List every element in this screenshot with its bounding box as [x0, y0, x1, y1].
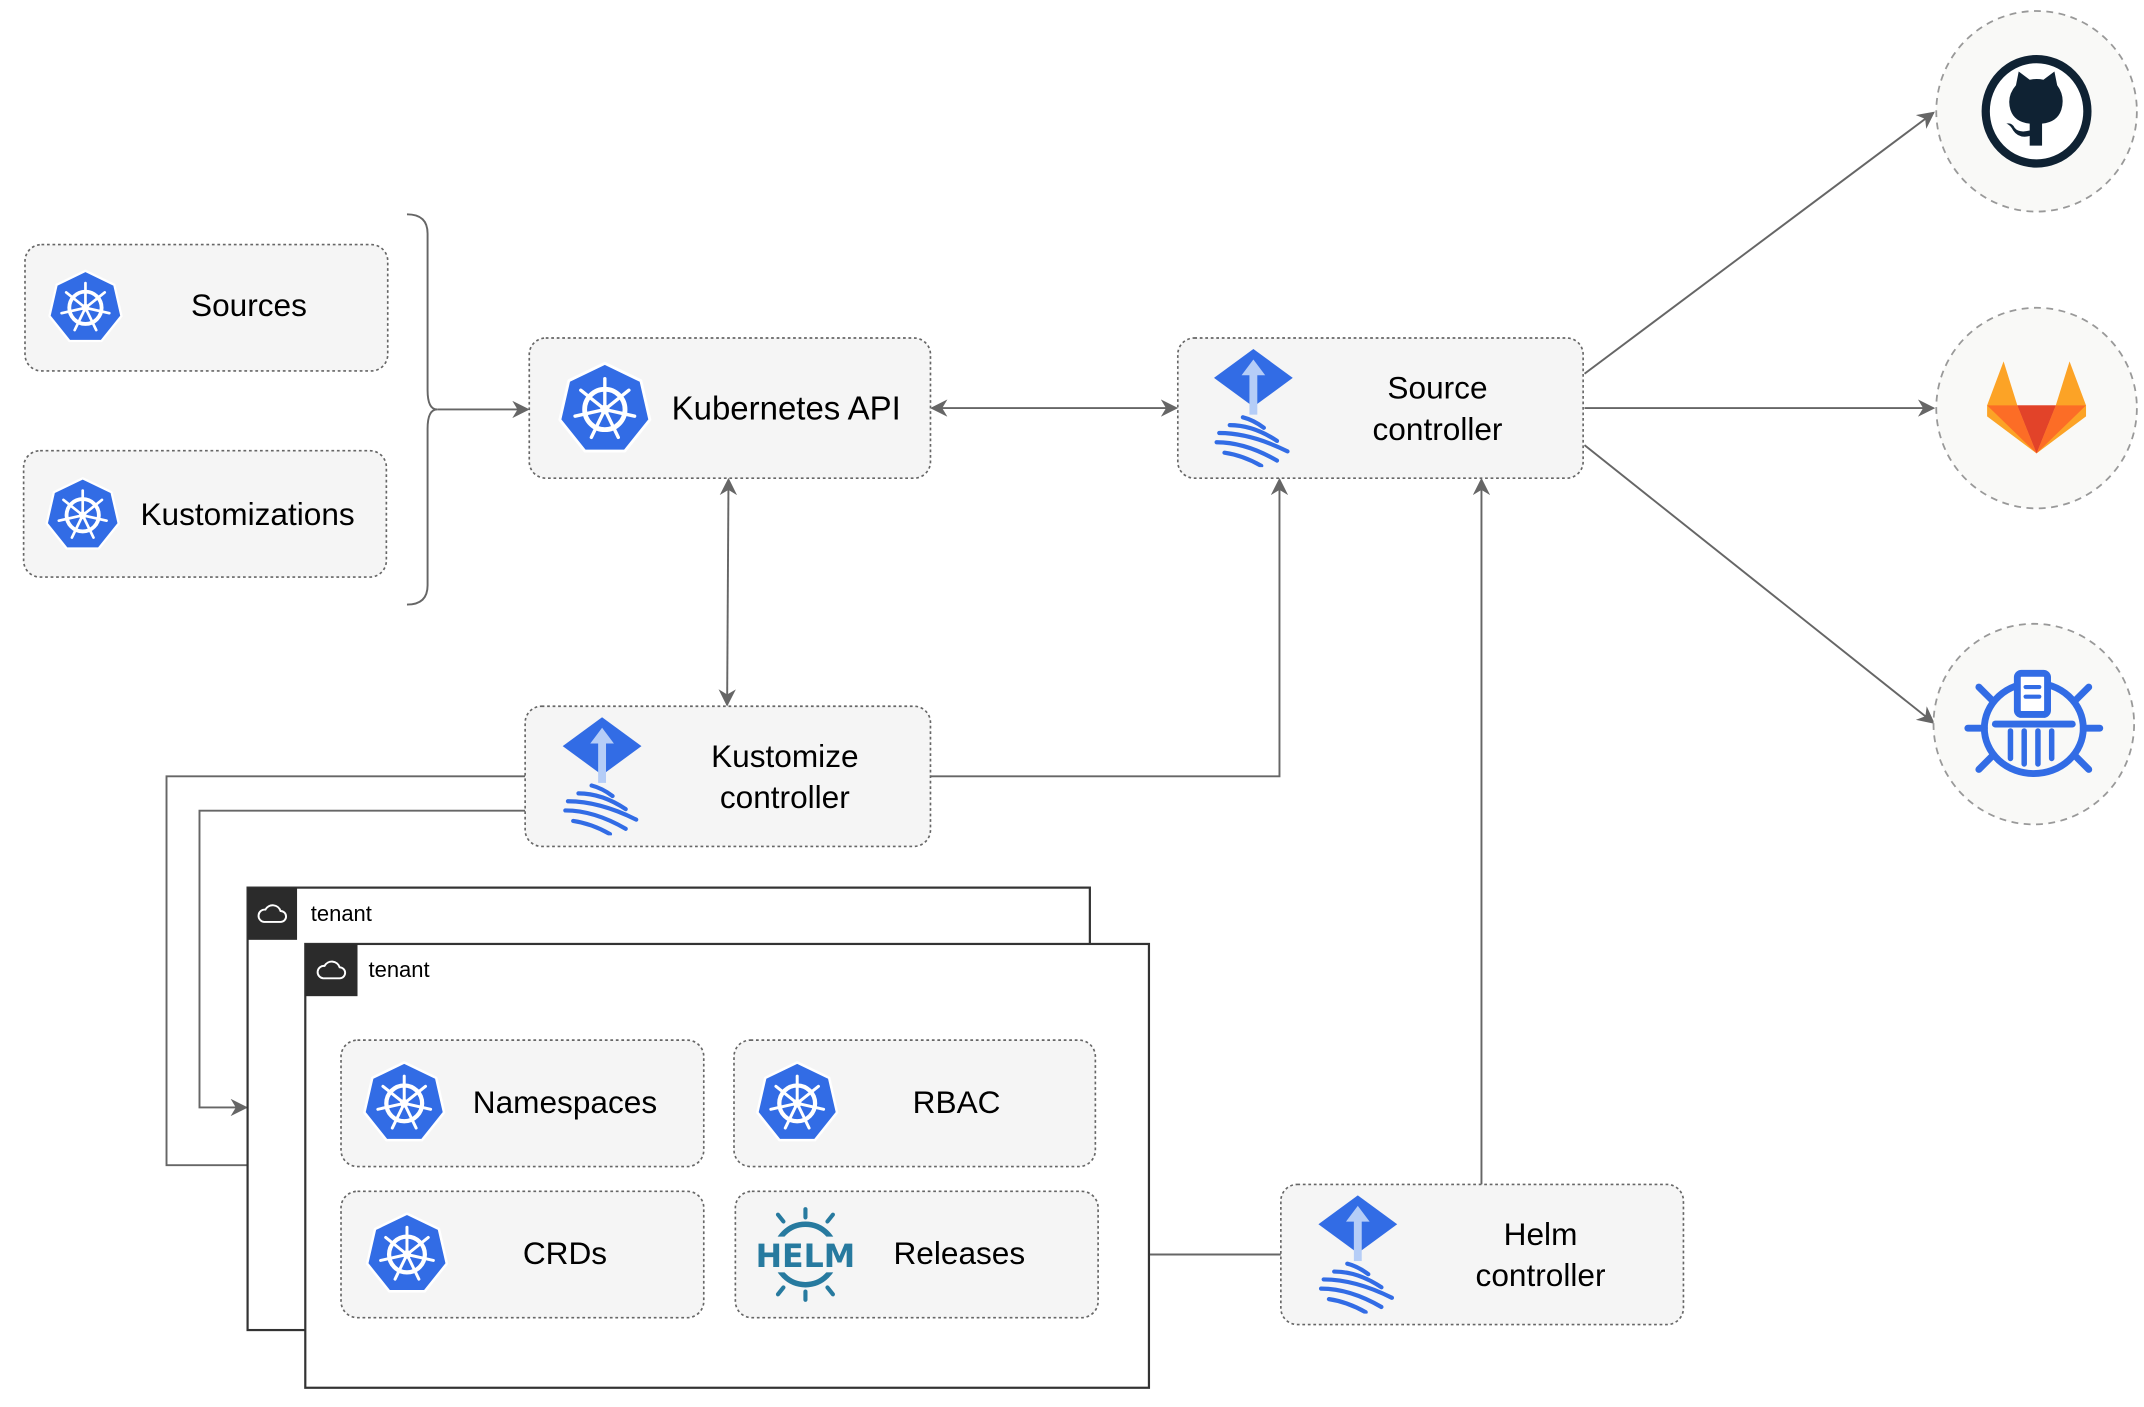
kubernetes-api-label: Kubernetes API — [672, 390, 901, 427]
helm-controller-label: Helm — [1504, 1216, 1578, 1252]
edge-kustomize-to-tenant-back — [198, 809, 526, 1117]
sources-node[interactable]: Sources — [24, 243, 389, 372]
edge-api-kustomize-controller — [718, 477, 738, 707]
crds-node[interactable]: CRDs — [340, 1190, 705, 1319]
github-icon — [1981, 54, 2092, 168]
releases-node[interactable]: HELM Releases — [734, 1190, 1099, 1319]
namespaces-node[interactable]: Namespaces — [340, 1039, 705, 1168]
kustomizations-label: Kustomizations — [140, 496, 354, 532]
bucket-node[interactable] — [1932, 622, 2136, 826]
rbac-label: RBAC — [913, 1084, 1001, 1120]
gitlab-icon — [1987, 361, 2087, 454]
helm-controller-label: controller — [1476, 1257, 1606, 1293]
crds-label: CRDs — [523, 1235, 607, 1271]
source-controller-node[interactable]: Source controller — [1176, 337, 1584, 479]
github-node[interactable] — [1935, 10, 2138, 213]
source-controller-label: Source — [1387, 370, 1487, 406]
gitlab-node[interactable] — [1935, 306, 2138, 510]
tenant-label: tenant — [369, 957, 430, 982]
sources-label: Sources — [191, 287, 307, 323]
kustomize-controller-label: controller — [720, 779, 850, 815]
namespaces-label: Namespaces — [473, 1084, 657, 1120]
helm-icon: HELM — [756, 1207, 856, 1302]
source-controller-label: controller — [1373, 411, 1503, 447]
helm-controller-node[interactable]: Helm controller — [1280, 1183, 1685, 1326]
bucket-icon — [1964, 669, 2104, 778]
edge-source-to-github — [1583, 111, 1935, 375]
tenant-header-badge — [305, 943, 358, 997]
kustomize-controller-node[interactable]: Kustomize controller — [524, 705, 932, 848]
kubernetes-api-node[interactable]: Kubernetes API — [528, 337, 932, 479]
helm-logo-text: HELM — [756, 1239, 856, 1275]
tenant-label: tenant — [311, 901, 372, 926]
kustomize-controller-label: Kustomize — [711, 738, 858, 774]
releases-label: Releases — [893, 1235, 1025, 1271]
edge-kustomize-to-tenant-front — [165, 775, 526, 1174]
rbac-node[interactable]: RBAC — [733, 1039, 1097, 1168]
kustomizations-node[interactable]: Kustomizations — [22, 449, 388, 578]
input-brace — [406, 213, 438, 606]
edge-source-to-bucket — [1583, 444, 1935, 724]
edge-kustomize-to-source — [930, 477, 1289, 778]
tenant-header-badge — [247, 887, 298, 940]
